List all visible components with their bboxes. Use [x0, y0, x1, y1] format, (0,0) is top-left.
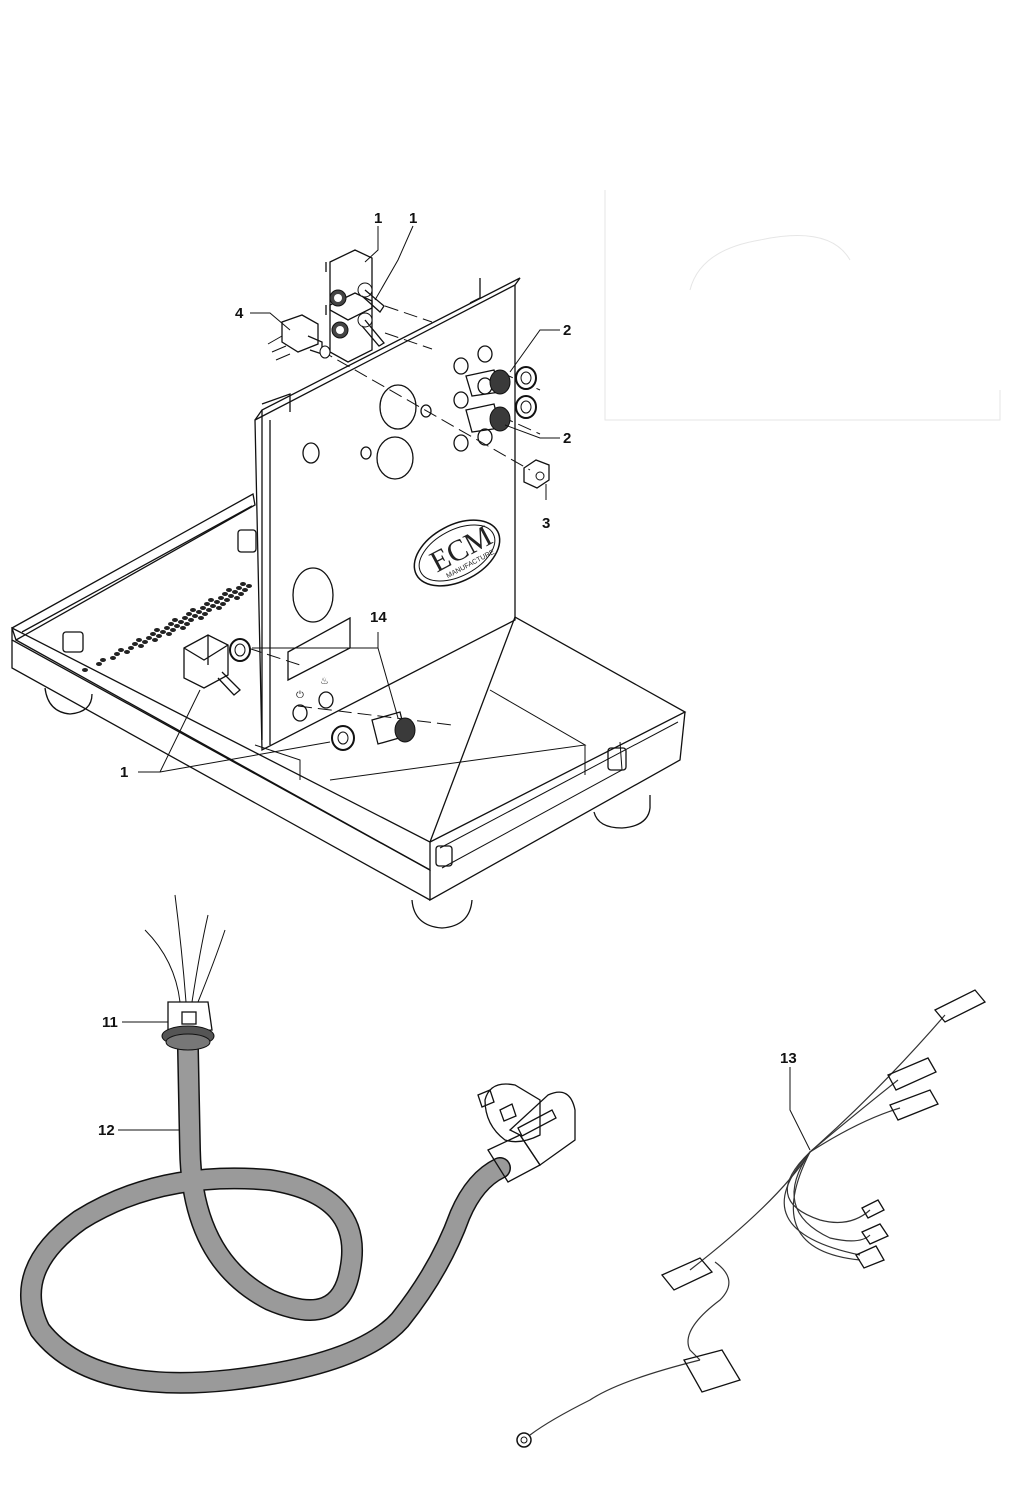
drain-hole [222, 592, 228, 596]
drain-hole [178, 620, 184, 624]
micro-switch [267, 314, 331, 361]
power-symbol: ⏻ [296, 690, 304, 701]
hex-nut [523, 459, 550, 489]
drain-hole [218, 596, 224, 600]
indicator-lamp-lower [465, 395, 537, 433]
drain-hole [160, 630, 166, 634]
leader-lines [118, 225, 811, 1151]
toggle-switch-assembly-top [325, 249, 385, 363]
callout-switch-front: 1 [120, 764, 128, 781]
drain-hole [136, 638, 142, 642]
drain-hole [220, 602, 226, 606]
drain-hole [166, 632, 172, 636]
drain-hole [164, 626, 170, 630]
heating-symbol: ♨ [320, 676, 329, 687]
drain-holes [82, 582, 252, 672]
drain-hole [210, 604, 216, 608]
drain-hole [196, 610, 202, 614]
drain-hole [198, 616, 204, 620]
drain-hole [182, 616, 188, 620]
drain-hole [168, 622, 174, 626]
drain-hole [206, 608, 212, 612]
drain-hole [202, 612, 208, 616]
drain-hole [224, 598, 230, 602]
drip-tray-base [11, 492, 687, 929]
drain-hole [110, 656, 116, 660]
drain-hole [184, 622, 190, 626]
drain-hole [132, 642, 138, 646]
drain-hole [146, 636, 152, 640]
drain-hole [226, 588, 232, 592]
cable-gland [144, 894, 226, 1051]
drain-hole [128, 646, 134, 650]
power-cord [20, 1039, 511, 1394]
drain-hole [216, 606, 222, 610]
drain-hole [138, 644, 144, 648]
drain-hole [246, 584, 252, 588]
callout-wire-harness: 13 [780, 1050, 797, 1067]
drain-hole [156, 634, 162, 638]
callout-power-cord: 12 [98, 1122, 115, 1139]
drain-hole [242, 588, 248, 592]
drain-hole [180, 626, 186, 630]
toggle-switch-front [183, 634, 251, 696]
callout-microswitch: 4 [235, 305, 244, 322]
callout-lamp-lower: 2 [563, 430, 571, 447]
drain-hole [190, 608, 196, 612]
drain-hole [142, 640, 148, 644]
drain-hole [170, 628, 176, 632]
indicator-lamp-upper [465, 366, 537, 397]
callout-switch-top-right: 1 [409, 210, 417, 227]
wire-harness [516, 989, 987, 1448]
drain-hole [214, 600, 220, 604]
drain-hole [200, 606, 206, 610]
callout-lamp-upper: 2 [563, 322, 571, 339]
drain-hole [208, 598, 214, 602]
drain-hole [204, 602, 210, 606]
plug [477, 1083, 576, 1183]
drain-hole [234, 596, 240, 600]
drain-hole [114, 652, 120, 656]
drain-hole [150, 632, 156, 636]
rear-panel: ⏻ ♨ [254, 277, 521, 752]
drain-hole [192, 614, 198, 618]
drain-hole [186, 612, 192, 616]
drain-hole [228, 594, 234, 598]
drain-hole [124, 650, 130, 654]
drain-hole [82, 668, 88, 672]
drain-hole [174, 624, 180, 628]
ecm-logo-plate: ECM MANUFACTURE [413, 519, 501, 587]
drain-hole [100, 658, 106, 662]
callout-nut: 3 [542, 515, 550, 532]
drain-hole [118, 648, 124, 652]
assembly-lines [247, 305, 541, 726]
drain-hole [188, 618, 194, 622]
callout-cable-gland: 11 [102, 1014, 118, 1031]
indicator-lamp-front [331, 711, 416, 751]
drain-hole [236, 586, 242, 590]
callout-lamp-front: 14 [370, 609, 387, 626]
drain-hole [238, 592, 244, 596]
drain-hole [152, 638, 158, 642]
drain-hole [172, 618, 178, 622]
drain-hole [96, 662, 102, 666]
drain-hole [232, 590, 238, 594]
scan-artifact [604, 190, 1001, 421]
callout-switch-top-left: 1 [374, 210, 382, 227]
drain-hole [240, 582, 246, 586]
drain-hole [154, 628, 160, 632]
